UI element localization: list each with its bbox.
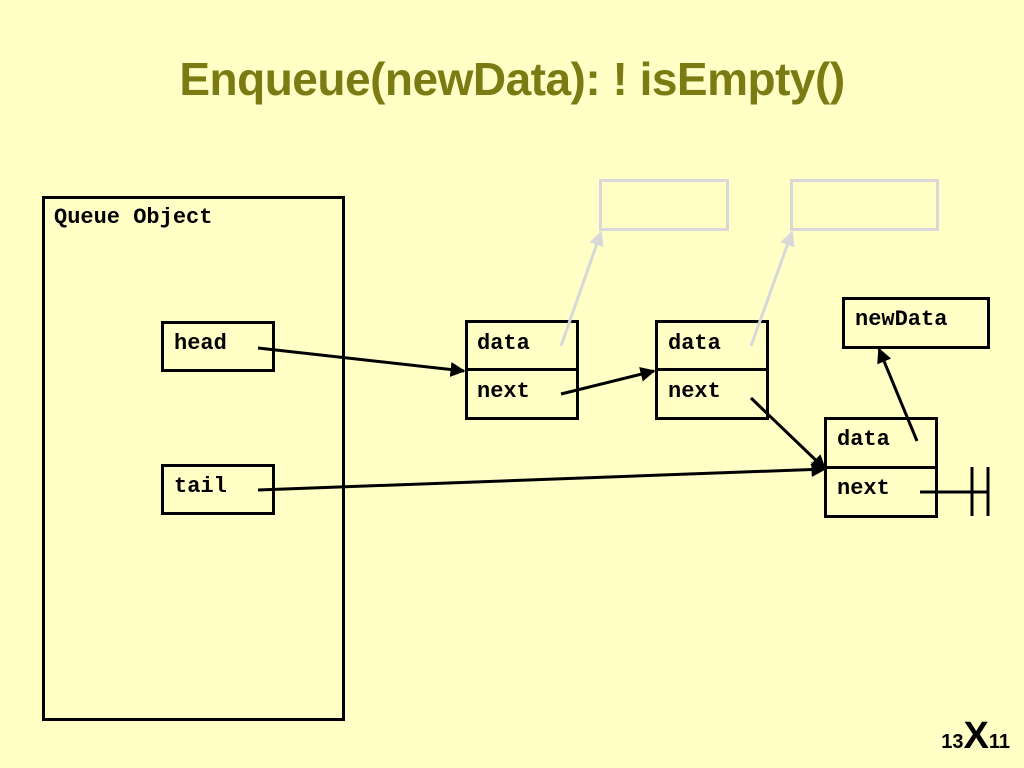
footer-number-post: 11: [988, 731, 1010, 753]
head-field: [161, 321, 275, 372]
head-label: head: [174, 331, 227, 356]
node-3-data-pointer: [877, 347, 919, 442]
node-2-next-pointer: [749, 396, 827, 471]
node-1-data-label: data: [477, 331, 530, 356]
node-1-next-cell: [465, 368, 579, 420]
node-3-next-label: next: [837, 476, 890, 501]
ghost-pointer-1: [559, 230, 604, 347]
footer-number-pre: 13: [941, 731, 964, 753]
node-1-next-pointer: [560, 366, 656, 396]
head-pointer: [257, 346, 466, 377]
footer-x: X: [963, 715, 989, 757]
node-2-next-label: next: [668, 379, 721, 404]
tail-pointer: [257, 462, 827, 492]
slide-title: Enqueue(newData): ! isEmpty(): [179, 53, 845, 105]
node-2-data-label: data: [668, 331, 721, 356]
queue-object-label: Queue Object: [54, 205, 213, 230]
node-2-next-cell: [655, 368, 769, 420]
ghost-pointer-2: [749, 230, 795, 347]
queue-object-box: [42, 196, 345, 721]
tail-label: tail: [174, 474, 227, 499]
node-1-next-label: next: [477, 379, 530, 404]
new-data-box: [842, 297, 990, 349]
footer-logo: 13X11: [941, 715, 1010, 758]
ghost-data-box-2: [790, 179, 939, 231]
ghost-data-box-1: [599, 179, 729, 231]
new-data-label: newData: [855, 307, 948, 332]
node-3-data-label: data: [837, 427, 890, 452]
